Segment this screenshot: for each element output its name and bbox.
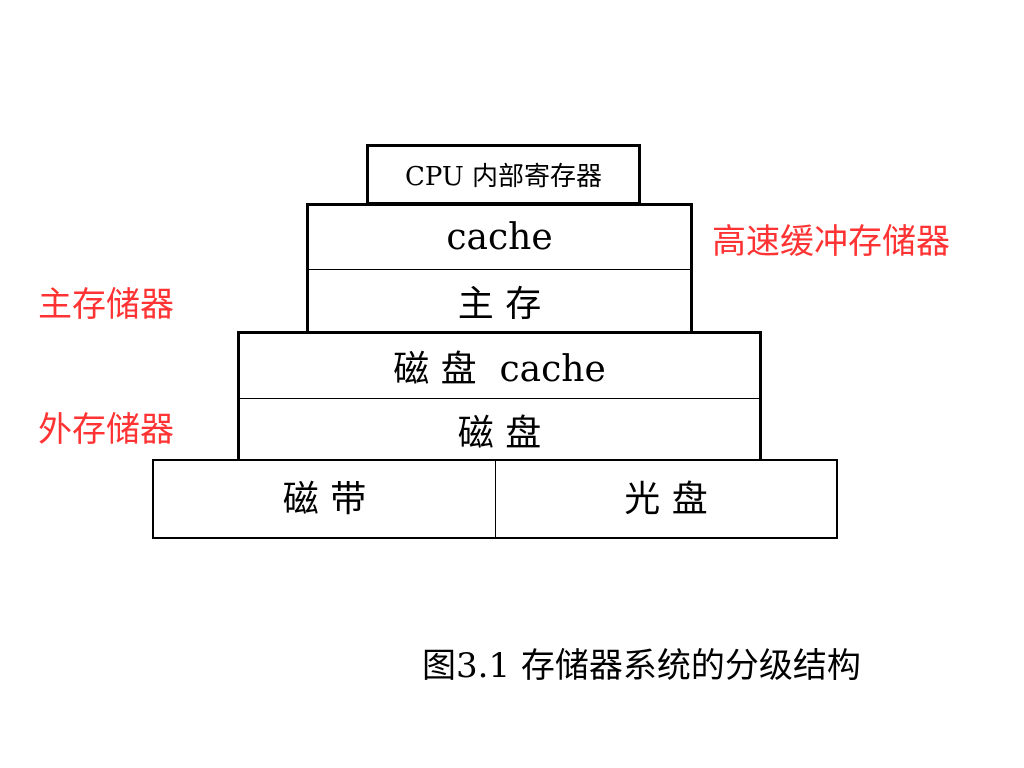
external-storage-annotation: 外存储器	[38, 410, 174, 450]
cpu-registers-label: CPU 内部寄存器	[404, 162, 603, 192]
disk-divider	[240, 398, 759, 399]
main-memory-label: 主 存	[457, 283, 542, 325]
disk-label: 磁 盘	[457, 413, 542, 454]
cache-label: cache	[446, 217, 553, 258]
cache-divider	[309, 269, 690, 270]
high-speed-cache-annotation: 高速缓冲存储器	[712, 222, 950, 262]
tape-label: 磁 带	[282, 479, 367, 520]
disk-box: 磁 盘 cache 磁 盘	[237, 331, 762, 464]
tape-optical-box: 磁 带 光 盘	[152, 459, 838, 539]
tape-optical-divider	[495, 461, 496, 537]
figure-caption: 图3.1 存储器系统的分级结构	[422, 646, 861, 686]
cache-main-memory-box: cache 主 存	[306, 203, 693, 334]
disk-cache-label: 磁 盘 cache	[393, 349, 606, 390]
optical-disc-label: 光 盘	[624, 479, 708, 520]
cpu-registers-box: CPU 内部寄存器	[366, 144, 641, 205]
main-storage-annotation: 主存储器	[38, 285, 174, 325]
